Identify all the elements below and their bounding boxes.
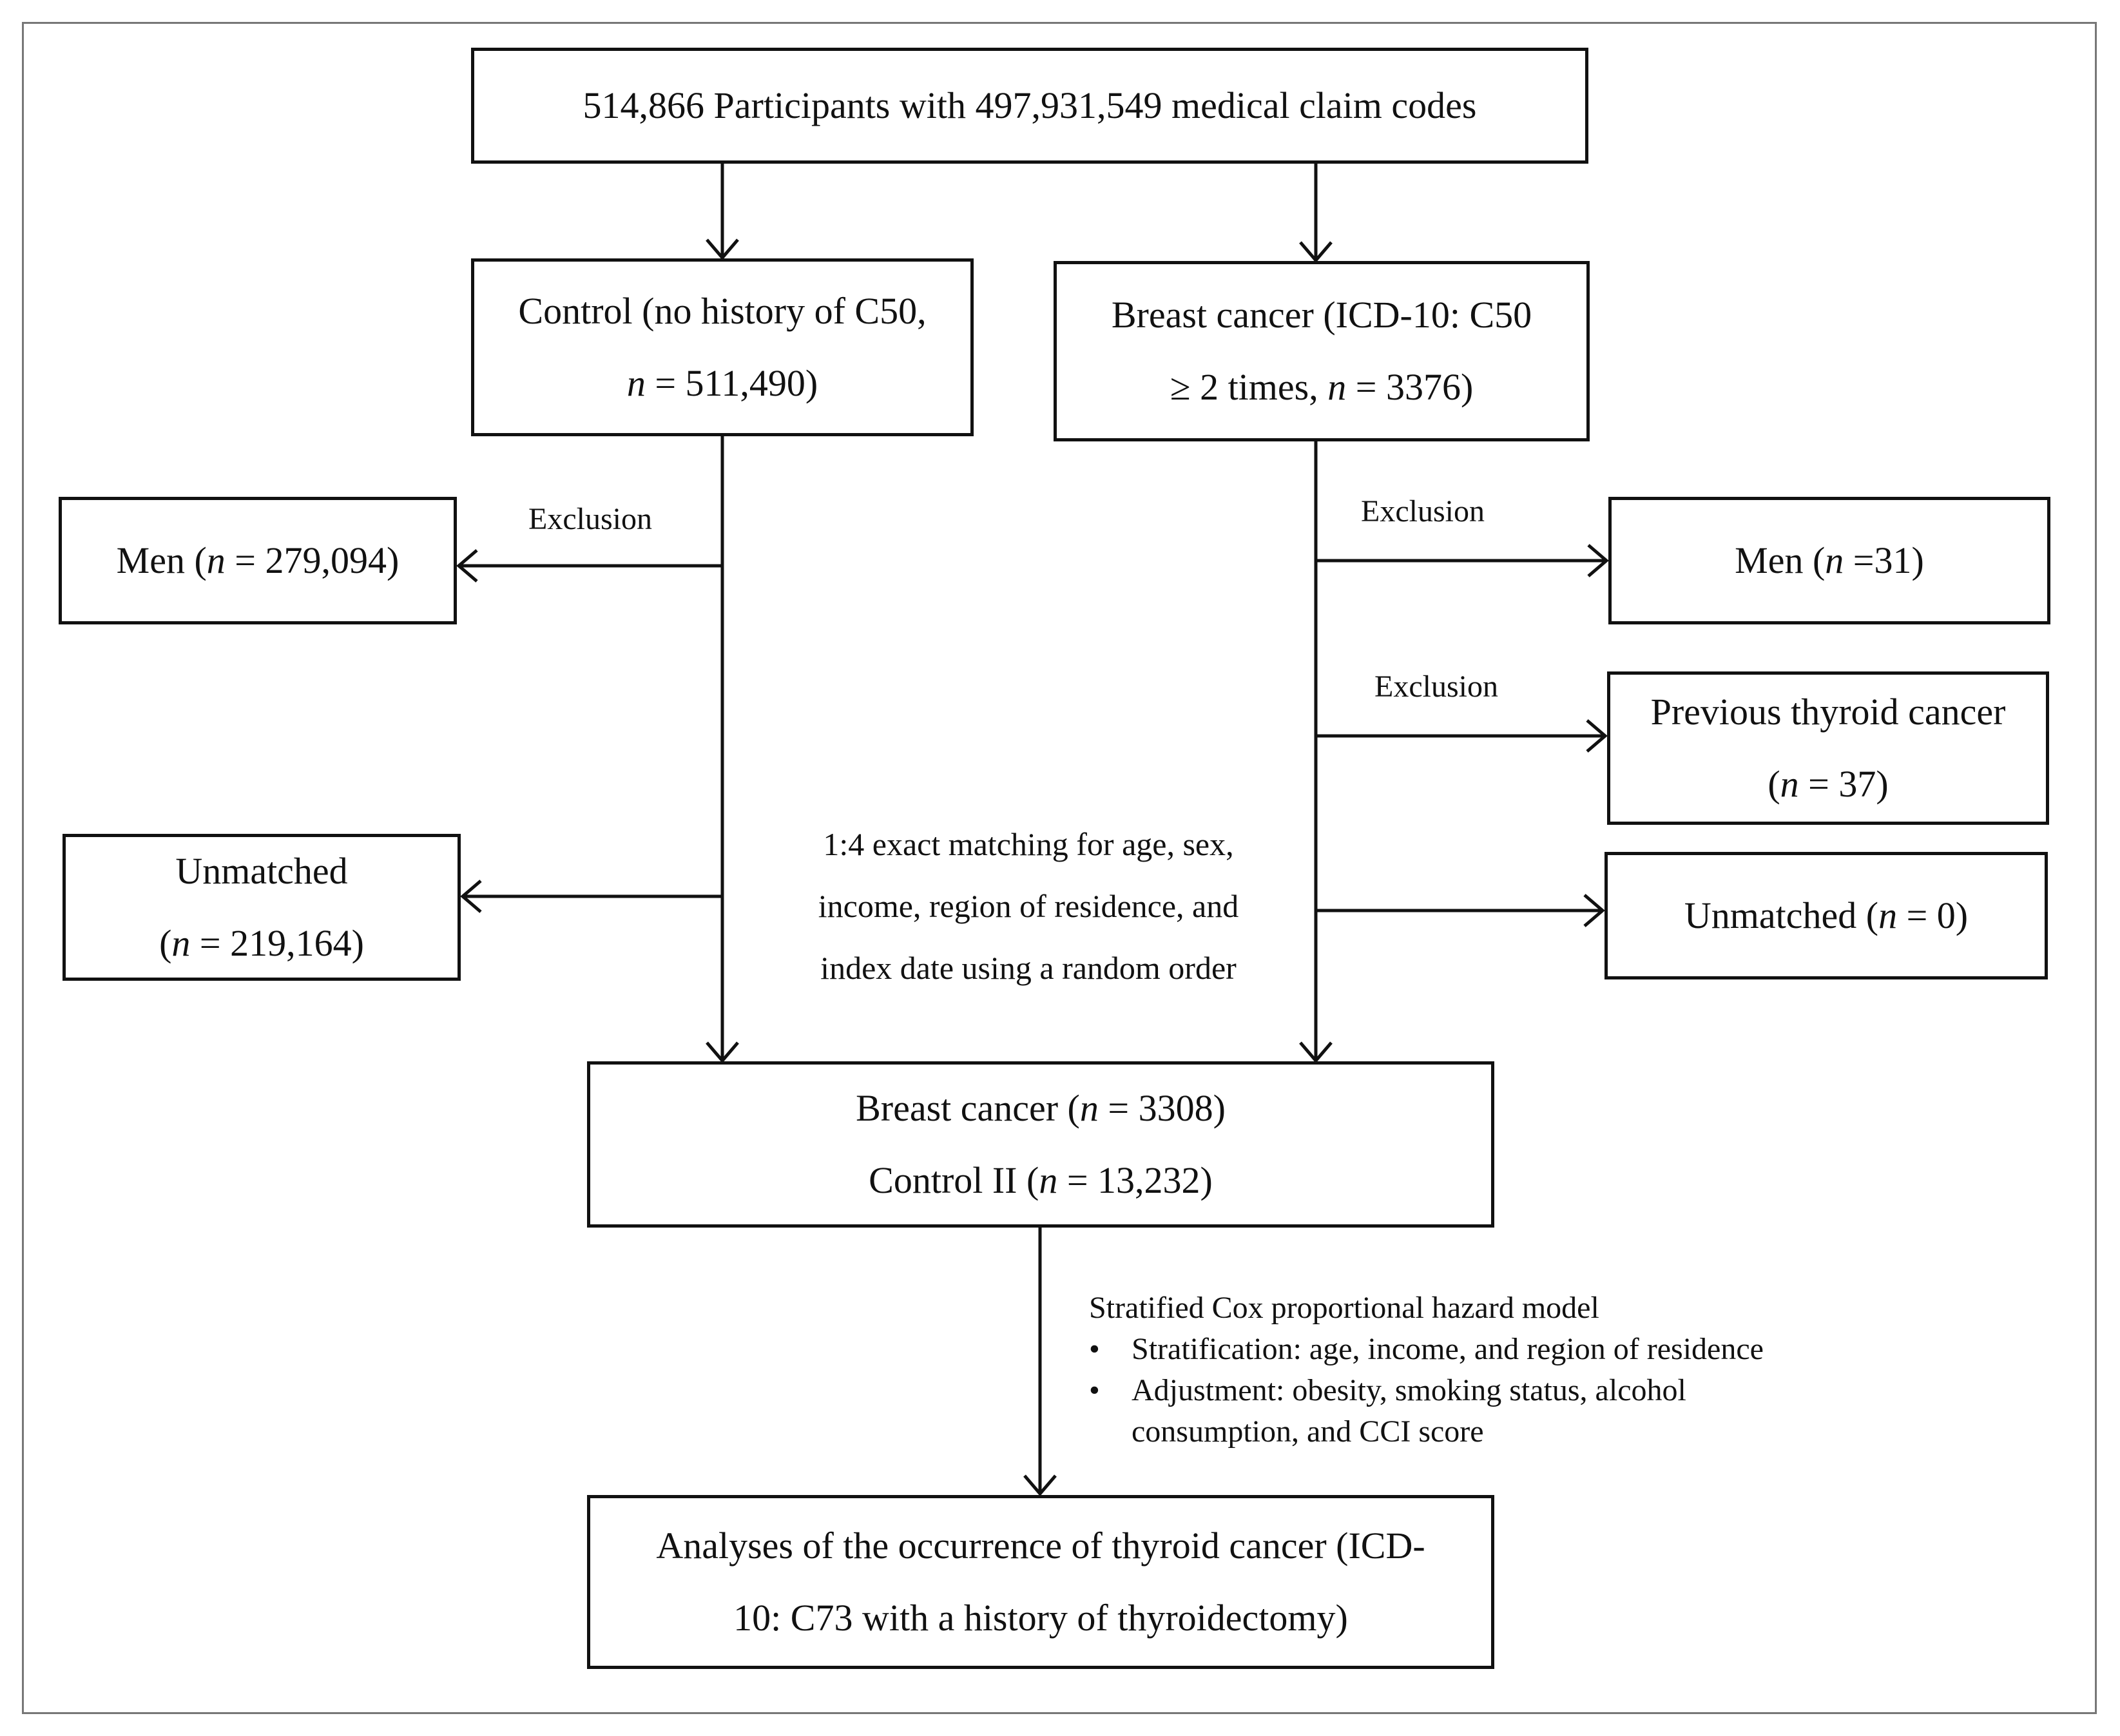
control-line2: n = 511,490)	[626, 362, 818, 404]
unmatched-right-text: Unmatched (n = 0)	[1684, 894, 1969, 936]
model-bullet-2-line1: Adjustment: obesity, smoking status, alc…	[1132, 1373, 1686, 1407]
model-bullet-1: • Stratification: age, income, and regio…	[1089, 1329, 1764, 1370]
matching-description: 1:4 exact matching for age, sex, income,…	[738, 813, 1318, 999]
bullet-marker: •	[1089, 1373, 1100, 1407]
exclusion-label-right-2: Exclusion	[1374, 670, 1498, 704]
matching-line1: 1:4 exact matching for age, sex,	[823, 826, 1234, 862]
thyroid-prev-line2: (n = 37)	[1768, 763, 1889, 805]
control-line1: Control (no history of C50,	[518, 290, 927, 332]
bullet-marker: •	[1089, 1332, 1100, 1366]
model-title: Stratified Cox proportional hazard model	[1089, 1291, 1599, 1325]
breast-line2: ≥ 2 times, n = 3376)	[1170, 366, 1474, 408]
matched-cohort-box: Breast cancer (n = 3308) Control II (n =…	[587, 1061, 1494, 1228]
unmatched-right-box: Unmatched (n = 0)	[1604, 852, 2048, 979]
model-bullet-2-line2: consumption, and CCI score	[1132, 1414, 1484, 1449]
final-line1: Analyses of the occurrence of thyroid ca…	[656, 1525, 1425, 1567]
unmatched-left-line2: (n = 219,164)	[159, 922, 364, 964]
model-description: Stratified Cox proportional hazard model…	[1089, 1288, 1764, 1452]
model-bullet-2: • Adjustment: obesity, smoking status, a…	[1089, 1370, 1764, 1452]
matched-line1: Breast cancer (n = 3308)	[856, 1087, 1226, 1129]
breast-line1: Breast cancer (ICD-10: C50	[1111, 294, 1532, 336]
men-right-text: Men (n =31)	[1735, 539, 1924, 581]
men-excluded-right-box: Men (n =31)	[1608, 497, 2050, 624]
men-excluded-left-box: Men (n = 279,094)	[59, 497, 457, 624]
model-bullet-1-text: Stratification: age, income, and region …	[1132, 1332, 1764, 1366]
exclusion-label-left: Exclusion	[528, 502, 652, 536]
unmatched-left-box: Unmatched (n = 219,164)	[63, 834, 461, 981]
figure-frame	[22, 22, 2097, 1714]
participants-text: 514,866 Participants with 497,931,549 me…	[583, 84, 1477, 126]
matching-line3: index date using a random order	[820, 950, 1237, 986]
men-left-text: Men (n = 279,094)	[116, 539, 400, 581]
matching-line2: income, region of residence, and	[818, 888, 1239, 924]
exclusion-label-right-1: Exclusion	[1361, 494, 1485, 528]
matched-line2: Control II (n = 13,232)	[869, 1159, 1213, 1201]
thyroid-prev-line1: Previous thyroid cancer	[1650, 691, 2006, 733]
participants-box: 514,866 Participants with 497,931,549 me…	[471, 48, 1588, 164]
unmatched-left-line1: Unmatched	[175, 850, 348, 892]
final-line2: 10: C73 with a history of thyroidectomy)	[733, 1597, 1348, 1639]
final-analysis-box: Analyses of the occurrence of thyroid ca…	[587, 1495, 1494, 1669]
control-box: Control (no history of C50, n = 511,490)	[471, 258, 974, 436]
breast-cancer-box: Breast cancer (ICD-10: C50 ≥ 2 times, n …	[1054, 261, 1590, 441]
previous-thyroid-cancer-box: Previous thyroid cancer (n = 37)	[1607, 671, 2049, 825]
